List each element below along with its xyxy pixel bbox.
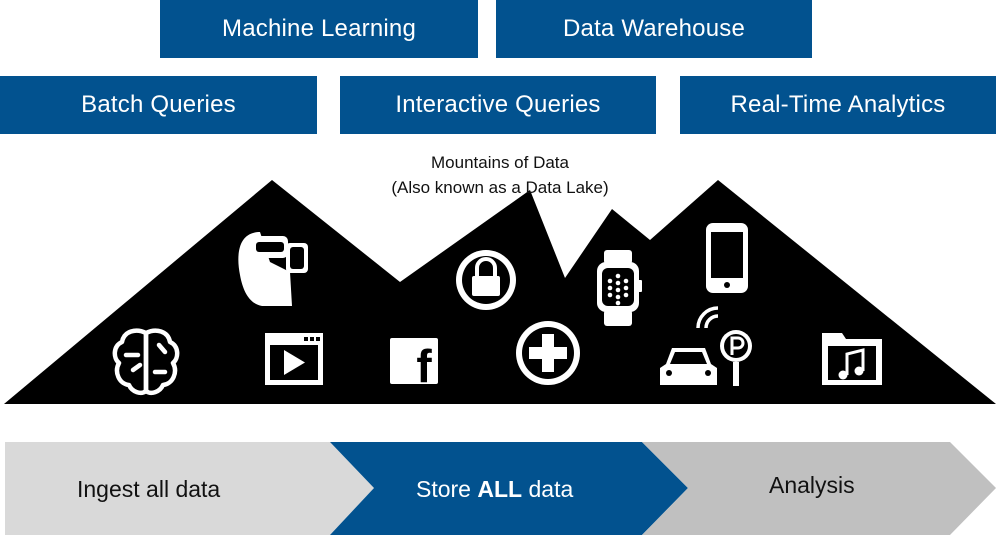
box-interactive-queries: Interactive Queries: [340, 76, 656, 134]
brain-icon: [112, 328, 180, 395]
step-ingest-label: Ingest all data: [77, 476, 221, 502]
box-machine-learning: Machine Learning: [160, 0, 478, 58]
video-player-icon: [265, 333, 323, 385]
box-machine-learning-label: Machine Learning: [222, 15, 416, 42]
step-store-prefix: Store: [416, 476, 478, 502]
lock-icon: [456, 250, 516, 310]
step-store-bold: ALL: [477, 476, 523, 502]
box-interactive-queries-label: Interactive Queries: [395, 91, 601, 118]
facebook-letter: f: [416, 340, 432, 392]
vr-headset-icon: [238, 232, 308, 306]
smartphone-icon: [706, 223, 748, 293]
mountain-caption-line1: Mountains of Data: [431, 153, 569, 172]
step-store-label: Store ALL data: [416, 476, 573, 503]
mountain-caption-line2: (Also known as a Data Lake): [391, 178, 609, 197]
medical-cross-icon: [516, 321, 580, 385]
box-data-warehouse: Data Warehouse: [496, 0, 812, 58]
chevron-ingest: [5, 442, 374, 535]
facebook-icon: f: [390, 338, 438, 392]
step-store-suffix: data: [522, 476, 574, 502]
box-batch-queries-label: Batch Queries: [81, 91, 236, 118]
mountain-caption: Mountains of Data (Also known as a Data …: [330, 150, 670, 200]
smartwatch-icon: [597, 250, 642, 326]
box-real-time-analytics-label: Real-Time Analytics: [730, 91, 946, 118]
box-real-time-analytics: Real-Time Analytics: [680, 76, 996, 134]
box-batch-queries: Batch Queries: [0, 76, 317, 134]
box-data-warehouse-label: Data Warehouse: [562, 15, 745, 42]
chevron-store: [330, 442, 688, 535]
step-analysis-label: Analysis: [769, 472, 855, 498]
connected-car-parking-icon: [660, 306, 752, 386]
music-folder-icon: [822, 333, 882, 385]
chevron-analysis: [642, 442, 996, 535]
